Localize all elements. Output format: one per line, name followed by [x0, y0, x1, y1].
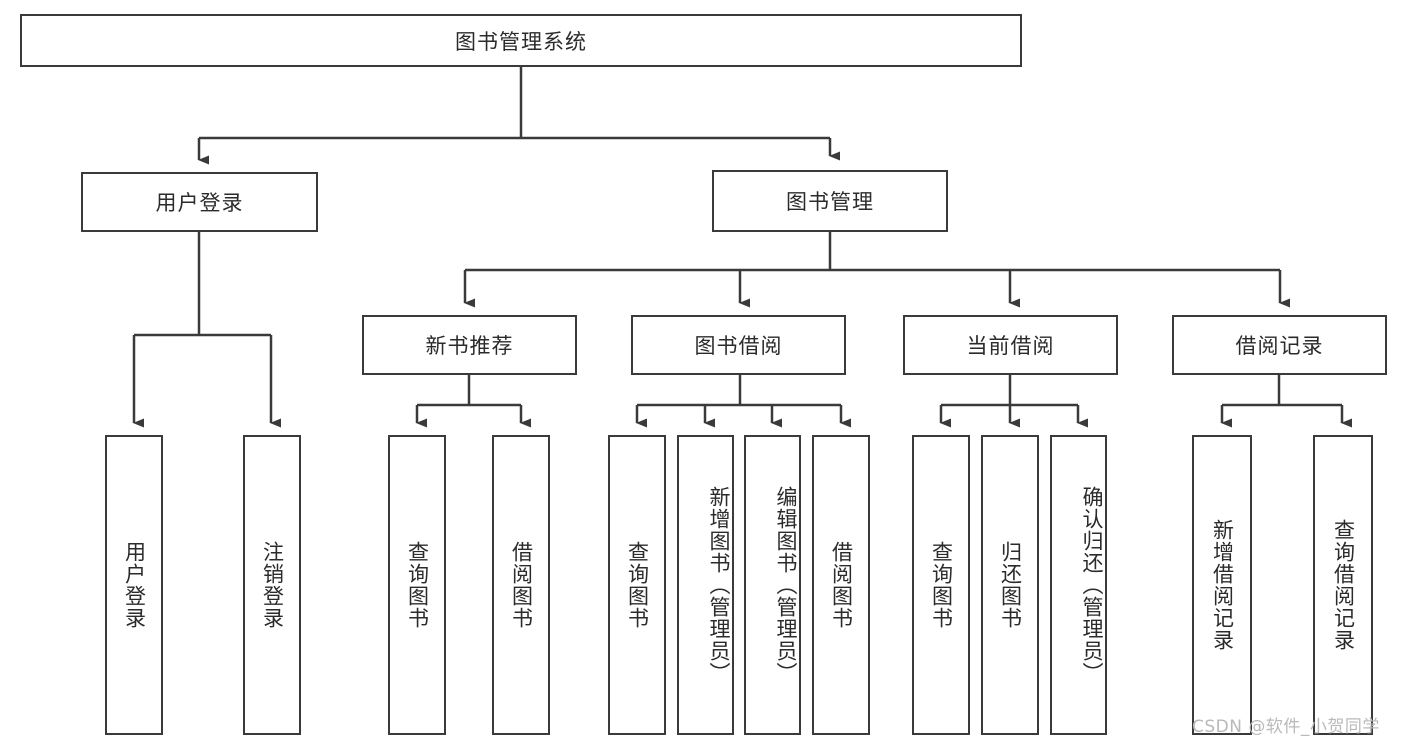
node-user-login[interactable]: 用户登录 — [81, 172, 318, 232]
node-label: 查询图书 — [929, 541, 954, 629]
csdn-watermark: CSDN @软件_小贺同学 — [1192, 717, 1380, 737]
node-label: 用户登录 — [155, 191, 244, 215]
node-label: 借阅记录 — [1235, 334, 1324, 358]
node-label: 编辑图书（管理员） — [774, 486, 798, 684]
leaf-logout[interactable]: 注销登录 — [243, 435, 301, 735]
node-label: 图书管理系统 — [455, 29, 587, 54]
leaf-query-book-borrow[interactable]: 查询图书 — [608, 435, 666, 735]
node-label: 新增借阅记录 — [1210, 519, 1235, 651]
node-label: 图书管理 — [786, 190, 874, 214]
node-label: 借阅图书 — [829, 541, 854, 629]
node-label: 新增图书（管理员） — [707, 486, 731, 684]
node-label: 用户登录 — [122, 541, 147, 629]
leaf-query-book-recommend[interactable]: 查询图书 — [388, 435, 446, 735]
node-label: 图书借阅 — [694, 334, 783, 358]
node-current-borrow[interactable]: 当前借阅 — [903, 315, 1118, 375]
node-label: 借阅图书 — [509, 541, 534, 629]
node-book-borrow[interactable]: 图书借阅 — [631, 315, 846, 375]
leaf-edit-book-admin[interactable]: 编辑图书（管理员） — [744, 435, 801, 735]
leaf-borrow-book-recommend[interactable]: 借阅图书 — [492, 435, 550, 735]
node-label: 查询图书 — [405, 541, 430, 629]
node-book-management[interactable]: 图书管理 — [712, 170, 948, 232]
node-borrow-record[interactable]: 借阅记录 — [1172, 315, 1387, 375]
node-label: 查询图书 — [625, 541, 650, 629]
node-label: 注销登录 — [260, 541, 285, 629]
leaf-confirm-return-admin[interactable]: 确认归还（管理员） — [1050, 435, 1107, 735]
leaf-user-login[interactable]: 用户登录 — [105, 435, 163, 735]
leaf-return-book[interactable]: 归还图书 — [981, 435, 1039, 735]
node-book-management-system[interactable]: 图书管理系统 — [20, 14, 1022, 67]
node-new-book-recommend[interactable]: 新书推荐 — [362, 315, 577, 375]
node-label: 查询借阅记录 — [1331, 519, 1356, 651]
node-label: 确认归还（管理员） — [1080, 486, 1104, 684]
leaf-query-borrow-record[interactable]: 查询借阅记录 — [1313, 435, 1373, 735]
node-label: 归还图书 — [998, 541, 1023, 629]
leaf-add-borrow-record[interactable]: 新增借阅记录 — [1192, 435, 1252, 735]
node-label: 新书推荐 — [425, 334, 514, 358]
leaf-query-book-current[interactable]: 查询图书 — [912, 435, 970, 735]
leaf-borrow-book[interactable]: 借阅图书 — [812, 435, 870, 735]
leaf-add-book-admin[interactable]: 新增图书（管理员） — [677, 435, 734, 735]
node-label: 当前借阅 — [966, 334, 1055, 358]
